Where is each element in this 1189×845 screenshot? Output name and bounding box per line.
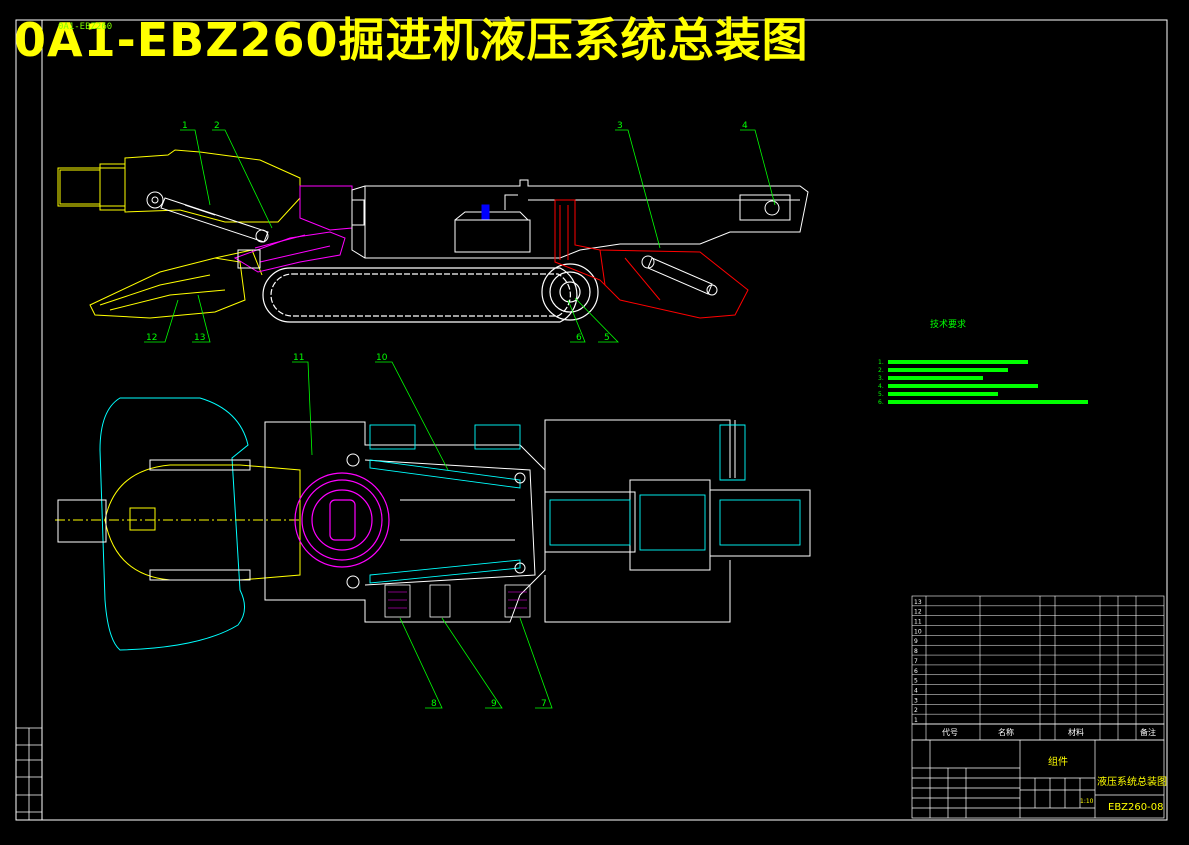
callout-label: 10 (376, 353, 388, 363)
scale-value: 1:10 (1080, 798, 1094, 805)
side-cutter-head (57, 149, 301, 319)
tech-req-line: 2. (878, 367, 884, 374)
plan-front-arm (57, 459, 251, 581)
plan-view: 11 10 8 9 7 (55, 353, 811, 709)
bom-row-number: 10 (914, 628, 922, 635)
bom-row-number: 13 (914, 599, 922, 606)
callout-label: 5 (604, 333, 610, 343)
bom-row-number: 2 (914, 707, 918, 714)
tech-req-line: 3. (878, 375, 884, 382)
bom-row-number: 11 (914, 619, 922, 626)
plan-shovel (99, 397, 249, 651)
plan-chains (369, 424, 801, 584)
bom-row-number: 8 (914, 648, 918, 655)
bom-row-number: 5 (914, 678, 918, 685)
callout-label: 4 (742, 121, 748, 131)
bom-header-code: 代号 (942, 727, 958, 737)
bom-rows: 13 12 11 10 9 8 7 6 5 4 3 2 1 (912, 599, 1164, 725)
margin-strip (16, 727, 42, 820)
side-rear-cylinder (641, 255, 718, 296)
tech-req-line: 4. (878, 383, 884, 390)
tech-req-line: 6. (878, 399, 884, 406)
plan-valve-blocks (384, 584, 531, 618)
bom-row-number: 3 (914, 697, 918, 704)
side-leaders (144, 129, 776, 343)
side-boom-cylinders (146, 191, 269, 269)
bom-header-note: 备注 (1140, 727, 1156, 737)
side-callout-labels: 1 2 3 4 5 6 12 13 (146, 121, 748, 343)
technical-requirements: 技术要求 1. 2. 3. 4. 5. 6. (878, 318, 966, 406)
bom-row-number: 12 (914, 609, 922, 616)
bom-row-number: 4 (914, 687, 918, 694)
drawing-tag: 0A1-EBZ260 (58, 22, 113, 32)
bom-header: 代号 名称 材料 备注 (911, 723, 1165, 741)
side-view: 1 2 3 4 5 6 12 13 (57, 121, 809, 343)
assembly-label: 组件 (1048, 755, 1068, 768)
tech-req-text-blocks (888, 360, 1088, 404)
side-crawler-track (262, 263, 599, 323)
drawing-code: EBZ260-08 (1108, 802, 1163, 813)
bom-header-name: 名称 (998, 727, 1014, 737)
callout-label: 6 (576, 333, 582, 343)
drawing-name: 液压系统总装图 (1097, 775, 1167, 788)
title-block-text: 组件 液压系统总装图 EBZ260-08 1:10 (1048, 755, 1167, 813)
callout-label: 7 (541, 699, 547, 709)
plan-cutter (55, 464, 301, 581)
callout-label: 12 (146, 333, 157, 343)
side-body (351, 179, 809, 259)
callout-label: 3 (617, 121, 623, 131)
title-block (911, 739, 1165, 819)
callout-label: 11 (293, 353, 304, 363)
bom-row-number: 9 (914, 638, 918, 645)
drawing-title: 0A1-EBZ260掘进机液压系统总装图 (14, 13, 809, 67)
plan-main-frame (264, 419, 811, 623)
side-seat (481, 204, 490, 220)
callout-label: 2 (214, 121, 220, 131)
callout-label: 1 (182, 121, 188, 131)
bom-table (911, 595, 1165, 740)
plan-leaders (292, 361, 553, 709)
plan-slewing-table (294, 472, 390, 568)
tech-req-line: 5. (878, 391, 884, 398)
callout-label: 8 (431, 699, 437, 709)
side-boom (233, 185, 353, 273)
side-rear-loader (554, 199, 749, 319)
plan-callout-labels: 11 10 8 9 7 (293, 353, 547, 709)
callout-label: 9 (491, 699, 497, 709)
bom-row-number: 1 (914, 717, 918, 724)
tech-req-line: 1. (878, 359, 884, 366)
callout-label: 13 (194, 333, 205, 343)
bom-header-material: 材料 (1068, 727, 1084, 737)
plan-pins (346, 453, 526, 589)
tech-req-heading: 技术要求 (930, 318, 966, 330)
bom-row-number: 6 (914, 668, 918, 675)
plan-valve-details (388, 591, 527, 609)
bom-row-number: 7 (914, 658, 918, 665)
